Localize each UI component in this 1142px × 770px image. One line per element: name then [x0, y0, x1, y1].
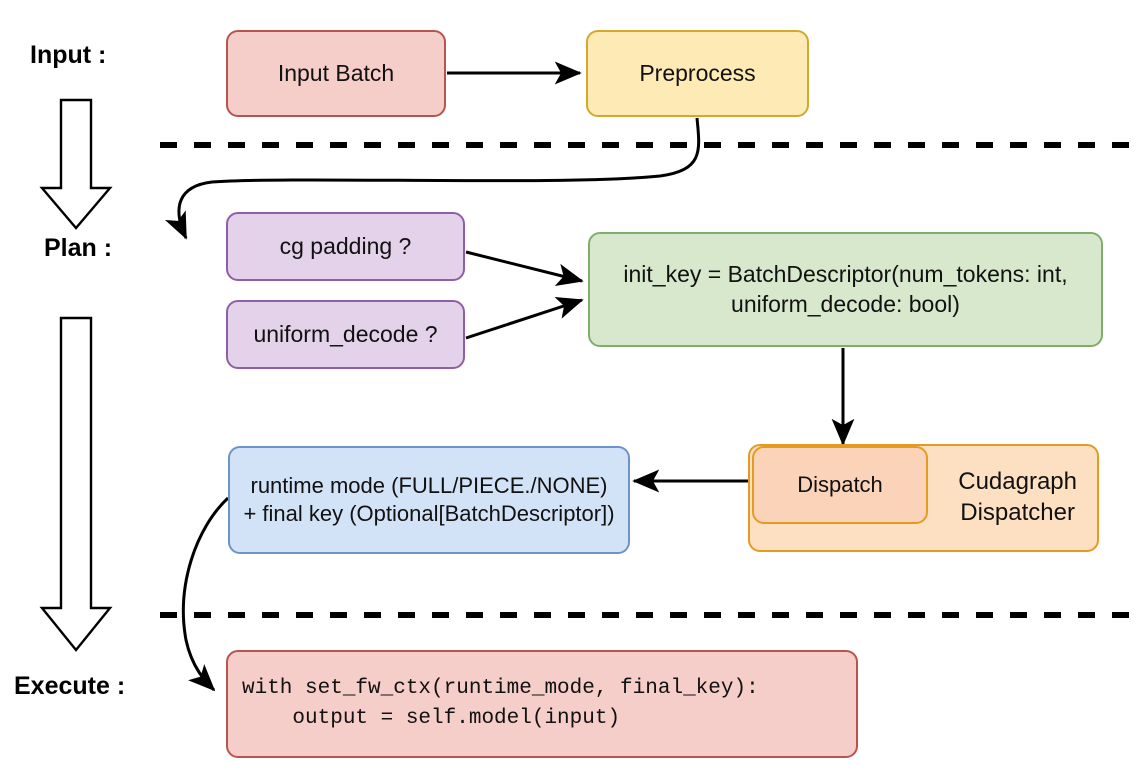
stage-label-plan: Plan :: [44, 234, 113, 262]
plan-to-execute-block-arrow: [39, 316, 113, 652]
node-runtime-mode[interactable]: runtime mode (FULL/PIECE./NONE) + final …: [228, 446, 630, 554]
node-input-batch[interactable]: Input Batch: [226, 30, 446, 117]
node-init-key[interactable]: init_key = BatchDescriptor(num_tokens: i…: [588, 232, 1103, 347]
cg-padding-to-init-key-arrow: [465, 250, 584, 286]
node-dispatch[interactable]: Dispatch: [752, 446, 928, 524]
node-execute-code[interactable]: with set_fw_ctx(runtime_mode, final_key)…: [226, 650, 858, 758]
uniform-decode-to-init-key-arrow: [465, 297, 584, 340]
input-to-plan-block-arrow: [39, 98, 113, 230]
stage-label-input: Input :: [30, 41, 107, 69]
node-preprocess[interactable]: Preprocess: [586, 30, 809, 117]
runtime-mode-to-exec-code-arrow: [181, 496, 230, 692]
stage-label-execute: Execute :: [14, 672, 126, 700]
node-cg-padding[interactable]: cg padding ?: [226, 212, 465, 281]
node-uniform-decode[interactable]: uniform_decode ?: [226, 300, 465, 369]
